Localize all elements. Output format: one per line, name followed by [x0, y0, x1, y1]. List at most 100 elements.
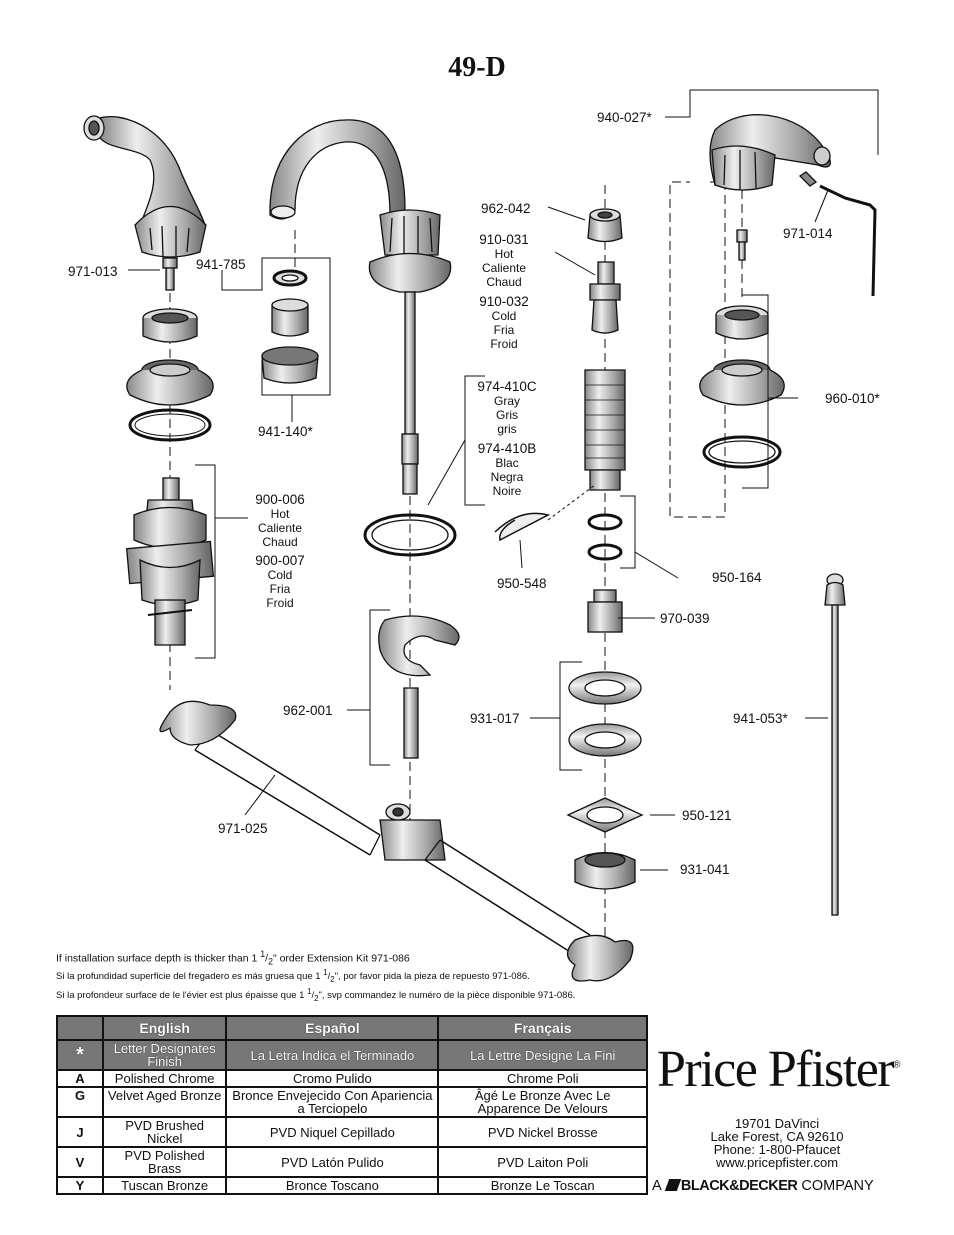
note-english: If installation surface depth is thicker… [56, 949, 410, 967]
label-910-032: 910-032 Cold Fria Froid [474, 294, 534, 351]
gasket-950-121 [566, 797, 644, 833]
finish-code: J [56, 1116, 104, 1148]
valve-900-006 [125, 477, 215, 646]
label-950-164: 950-164 [712, 570, 762, 585]
header-francais: Français [437, 1015, 648, 1041]
label-900-006: 900-006 Hot Caliente Chaud [250, 492, 310, 549]
label-962-001: 962-001 [283, 703, 333, 718]
brand-registered: ® [893, 1059, 900, 1071]
exploded-parts-diagram [83, 89, 879, 982]
finish-code: G [56, 1086, 104, 1118]
address-phone: Phone: 1-800-Pfaucet [713, 1142, 841, 1157]
label-970-039: 970-039 [660, 611, 710, 626]
label-900-007-fria: Fria [269, 582, 291, 596]
finish-francais: PVD Laiton Poli [437, 1146, 648, 1178]
hose-971-025 [159, 700, 634, 982]
label-974-410b-noire: Noire [492, 484, 522, 498]
label-910-032-froid: Froid [490, 337, 518, 351]
finish-espanol: Bronce Toscano [225, 1176, 440, 1195]
finish-table-header: English Español Français [56, 1015, 648, 1041]
finish-espanol: Cromo Pulido [225, 1069, 440, 1088]
spout-gasket [363, 513, 457, 557]
company-prefix: A [652, 1178, 661, 1194]
finish-english: Polished Chrome [101, 1069, 228, 1088]
label-910-031-hot: Hot [494, 247, 514, 261]
label-940-027: 940-027* [597, 110, 652, 125]
lift-rod-941-053 [824, 573, 846, 916]
label-974-410c: 974-410C Gray Gris gris [474, 379, 540, 436]
label-931-041: 931-041 [680, 862, 730, 877]
company-address: 19701 DaVinci Lake Forest, CA 92610 Phon… [680, 1117, 874, 1169]
label-960-010: 960-010* [825, 391, 880, 406]
company-name: BLACK&DECKER [680, 1178, 798, 1194]
clip-950-548 [494, 512, 551, 542]
finish-english: PVD Brushed Nickel [101, 1116, 228, 1148]
label-900-006-hot: Hot [270, 507, 290, 521]
black-decker-hex-icon [664, 1179, 682, 1191]
label-900-007-num: 900-007 [255, 553, 305, 568]
label-910-031: 910-031 Hot Caliente Chaud [474, 232, 534, 289]
label-900-006-num: 900-006 [255, 492, 305, 507]
spout [269, 119, 452, 495]
address-street: 19701 DaVinci [734, 1116, 820, 1131]
label-974-410c-gray: Gray [493, 394, 520, 408]
set-screw-971-014 [798, 171, 877, 297]
cartridge-910-031 [589, 261, 621, 334]
finish-code: Y [56, 1176, 104, 1195]
label-900-006-caliente: Caliente [257, 521, 303, 535]
label-974-410b-blac: Blac [495, 456, 519, 470]
finish-espanol: Bronce Envejecido Con Apariencia a Terci… [225, 1086, 440, 1118]
screw-971-013 [162, 257, 178, 291]
label-910-032-cold: Cold [491, 309, 517, 323]
label-974-410b: 974-410B Blac Negra Noire [474, 441, 540, 498]
table-row: G Velvet Aged Bronze Bronce Envejecido C… [56, 1086, 648, 1118]
label-910-032-fria: Fria [493, 323, 515, 337]
brand-name: Price Pfister [657, 1041, 895, 1098]
finish-francais: Chrome Poli [437, 1069, 648, 1088]
label-941-053: 941-053* [733, 711, 788, 726]
label-962-042: 962-042 [481, 201, 531, 216]
label-941-140: 941-140* [258, 424, 313, 439]
nut-931-041 [574, 851, 636, 890]
label-974-410c-gris: Gris [496, 408, 518, 422]
finish-english: PVD Polished Brass [101, 1146, 228, 1178]
table-row-star: * Letter Designates Finish La Letra Indi… [56, 1039, 648, 1071]
finish-francais: PVD Nickel Brosse [437, 1116, 648, 1148]
bonnet-960-010 [699, 305, 785, 469]
label-900-007: 900-007 Cold Fria Froid [250, 553, 310, 610]
label-900-007-cold: Cold [267, 568, 293, 582]
bonnet-left [142, 308, 198, 343]
finish-francais: Âgé Le Bronze Avec Le Apparence De Velou… [437, 1086, 648, 1118]
washers-931-017 [568, 671, 642, 757]
label-971-025: 971-025 [218, 821, 268, 836]
table-row: J PVD Brushed Nickel PVD Niquel Cepillad… [56, 1116, 648, 1148]
address-city: Lake Forest, CA 92610 [710, 1129, 844, 1144]
label-974-410c-num: 974-410C [477, 379, 537, 394]
label-941-785: 941-785 [196, 257, 246, 272]
escutcheon-left [126, 359, 214, 442]
tee-connector [379, 803, 446, 861]
company-suffix: COMPANY [801, 1178, 874, 1194]
page-title: 49-D [448, 52, 506, 83]
header-english: English [101, 1015, 228, 1041]
finish-english: Velvet Aged Bronze [101, 1086, 228, 1118]
label-910-032-num: 910-032 [479, 294, 529, 309]
star-francais: La Lettre Designe La Fini [437, 1039, 648, 1071]
note-spanish: Si la profundidad superficie del fregade… [56, 968, 530, 985]
left-handle [83, 115, 207, 258]
finish-espanol: PVD Latón Pulido [225, 1146, 440, 1178]
label-950-548: 950-548 [497, 576, 547, 591]
finish-table: English Español Français * Letter Design… [56, 1015, 648, 1195]
label-974-410b-negra: Negra [490, 470, 524, 484]
finish-espanol: PVD Niquel Cepillado [225, 1116, 440, 1148]
finish-code: V [56, 1146, 104, 1178]
finish-english: Tuscan Bronze [101, 1176, 228, 1195]
extension-974-410 [584, 369, 626, 491]
label-910-031-num: 910-031 [479, 232, 529, 247]
star-english: Letter Designates Finish [101, 1039, 228, 1071]
parent-company: A BLACK&DECKER COMPANY [652, 1178, 874, 1194]
label-971-014: 971-014 [783, 226, 833, 241]
label-950-121: 950-121 [682, 808, 732, 823]
finish-code: A [56, 1069, 104, 1088]
note-french: Si la profondeur surface de le l'évier e… [56, 987, 576, 1004]
